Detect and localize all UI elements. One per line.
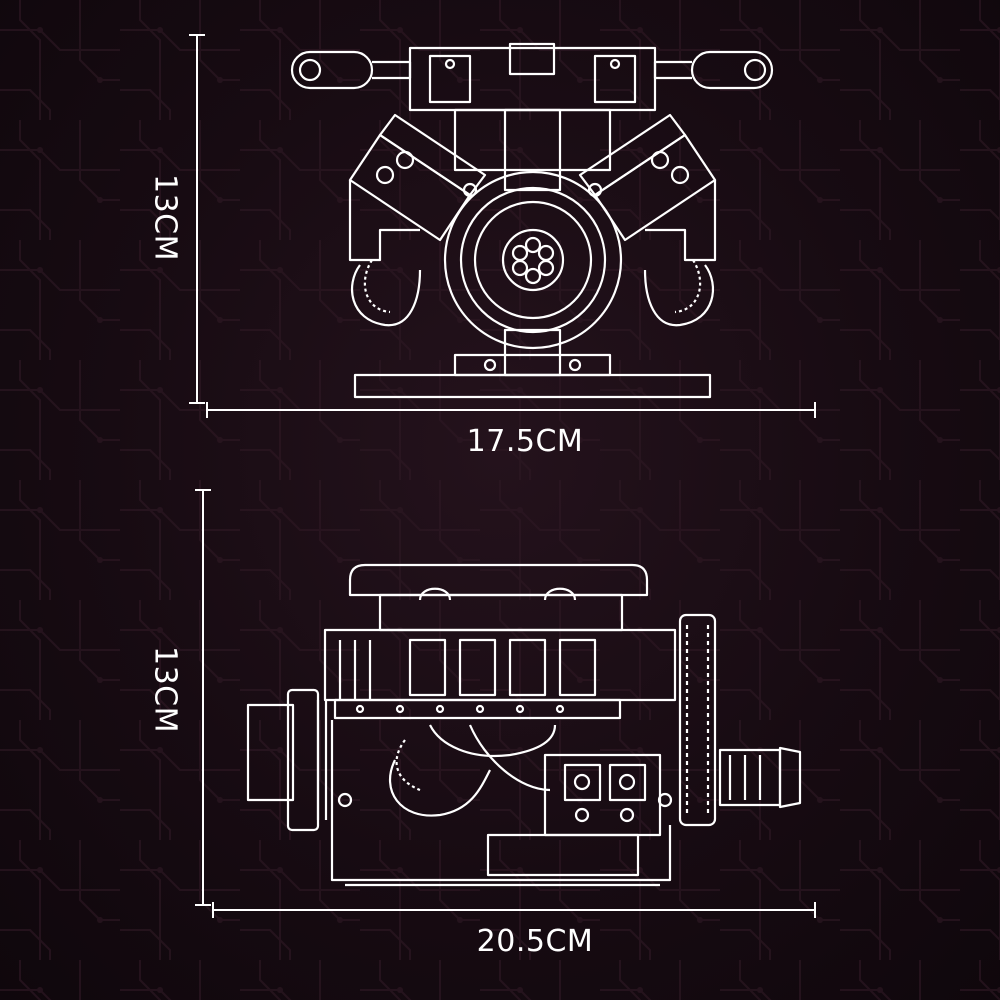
front-width-label: 17.5CM: [466, 424, 584, 459]
front-view-drawing: [290, 42, 774, 399]
side-width-label: 20.5CM: [476, 924, 594, 959]
side-height-label: 13CM: [147, 645, 183, 733]
dimension-lines: [189, 34, 816, 918]
side-view-drawing: [246, 563, 802, 887]
front-height-label: 13CM: [147, 173, 183, 261]
